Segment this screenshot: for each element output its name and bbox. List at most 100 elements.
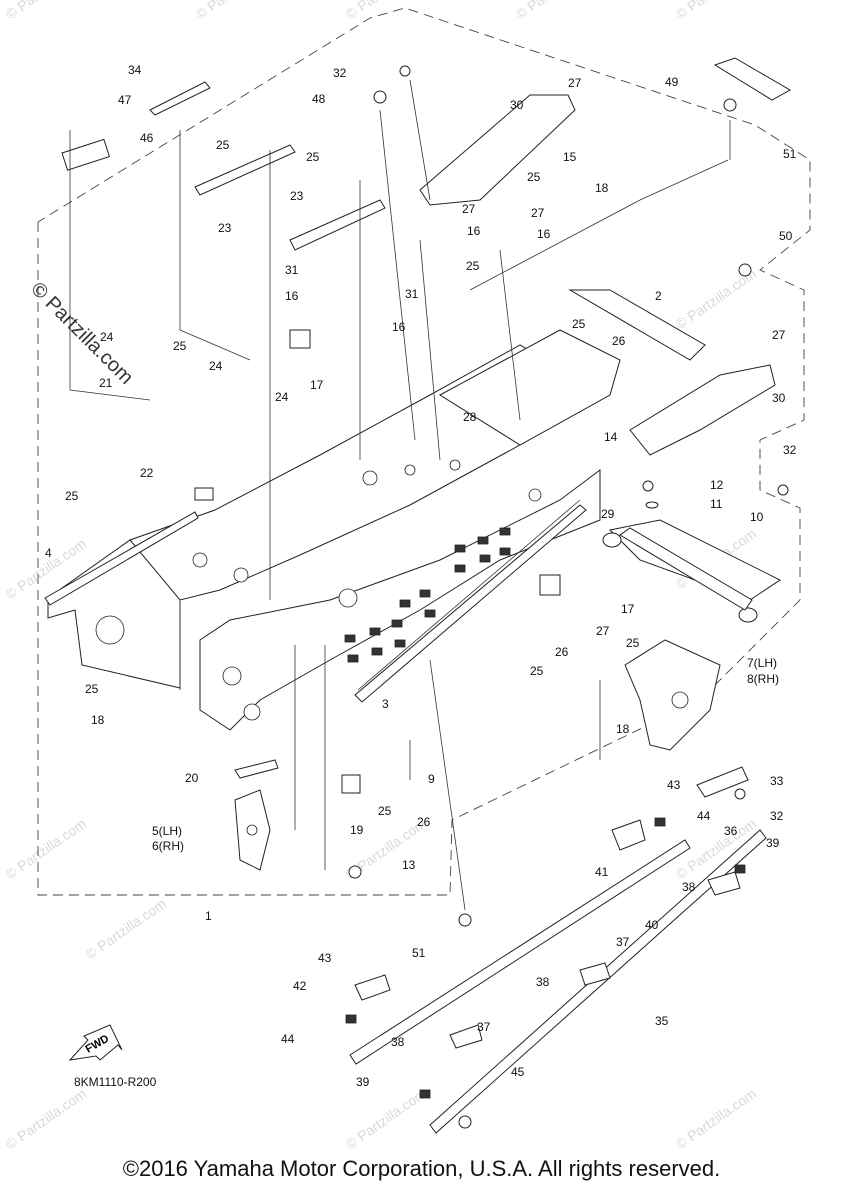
label-18a: 18 — [91, 713, 105, 727]
part-51b — [458, 913, 472, 927]
label-38b: 38 — [536, 975, 550, 989]
label-17a: 17 — [310, 378, 324, 392]
label-7: 7(LH) — [747, 656, 777, 670]
label-8: 8(RH) — [747, 672, 779, 686]
part-34 — [149, 81, 211, 116]
frame-hole — [404, 464, 416, 476]
label-42: 42 — [293, 979, 307, 993]
label-25i: 25 — [530, 664, 544, 678]
label-50: 50 — [779, 229, 793, 243]
frame-hole — [243, 703, 261, 721]
part-labels: 1 2 3 4 5(LH) 6(RH) 7(LH) 8(RH) 9 10 11 … — [45, 63, 797, 1089]
frame-hole — [233, 567, 249, 583]
label-40: 40 — [645, 918, 659, 932]
label-37a: 37 — [616, 935, 630, 949]
label-30b: 30 — [772, 391, 786, 405]
label-37b: 37 — [477, 1020, 491, 1034]
part-37b — [449, 1024, 483, 1049]
watermark: © Partzilla.com — [673, 0, 759, 22]
slot — [347, 654, 359, 663]
label-30a: 30 — [510, 98, 524, 112]
label-25b: 25 — [306, 150, 320, 164]
part-44b — [345, 1014, 357, 1024]
part-17b — [539, 574, 561, 596]
label-27d: 27 — [772, 328, 786, 342]
part-13 — [348, 865, 362, 879]
watermark: © Partzilla.com — [193, 0, 279, 22]
label-15: 15 — [563, 150, 577, 164]
drawing-code: 8KM1110-R200 — [74, 1075, 157, 1089]
part-32c — [734, 788, 746, 800]
label-25k: 25 — [378, 804, 392, 818]
label-48: 48 — [312, 92, 326, 106]
label-28: 28 — [463, 410, 477, 424]
bracket-5-6 — [234, 789, 271, 871]
label-27b: 27 — [462, 202, 476, 216]
label-51a: 51 — [783, 147, 797, 161]
label-16c: 16 — [467, 224, 481, 238]
slot — [477, 536, 489, 545]
label-41: 41 — [595, 865, 609, 879]
slot — [394, 639, 406, 648]
watermark: © Partzilla.com — [673, 1085, 759, 1152]
part-44a — [654, 817, 666, 827]
part-19 — [341, 774, 361, 794]
label-46: 46 — [140, 131, 154, 145]
frame-hole — [338, 588, 358, 608]
part-20 — [234, 759, 279, 779]
label-39a: 39 — [766, 836, 780, 850]
label-24b: 24 — [209, 359, 223, 373]
part-41 — [611, 819, 646, 851]
slot — [454, 564, 466, 573]
label-44b: 44 — [281, 1032, 295, 1046]
frame-hole — [362, 470, 378, 486]
part-12 — [642, 480, 654, 492]
part-36 — [707, 871, 741, 896]
frame-hole — [449, 459, 461, 471]
label-14: 14 — [604, 430, 618, 444]
watermark-main: © Partzilla.com — [26, 278, 137, 389]
slot — [479, 554, 491, 563]
slot — [344, 634, 356, 643]
label-17b: 17 — [621, 602, 635, 616]
label-27e: 27 — [596, 624, 610, 638]
label-26c: 26 — [417, 815, 431, 829]
slot — [391, 619, 403, 628]
label-45: 45 — [511, 1065, 525, 1079]
cross-bar-2 — [568, 289, 706, 361]
watermark: © Partzilla.com — [3, 1085, 89, 1152]
cooler-grid — [344, 527, 511, 663]
heat-exchanger — [354, 499, 587, 703]
part-46 — [61, 138, 111, 171]
part-23b — [289, 199, 386, 251]
label-4: 4 — [45, 546, 52, 560]
part-39b — [419, 1089, 431, 1099]
part-45 — [458, 1115, 472, 1129]
part-22 — [194, 487, 214, 501]
label-3: 3 — [382, 697, 389, 711]
part-51 — [713, 57, 792, 101]
label-23b: 23 — [290, 189, 304, 203]
label-16d: 16 — [537, 227, 551, 241]
label-25d: 25 — [65, 489, 79, 503]
left-rail — [44, 511, 199, 606]
label-19: 19 — [350, 823, 364, 837]
slot — [419, 589, 431, 598]
part-23a — [194, 144, 296, 196]
part-11 — [645, 501, 659, 509]
watermark: © Partzilla.com — [343, 1085, 429, 1152]
label-6: 6(RH) — [152, 839, 184, 853]
label-2: 2 — [655, 289, 662, 303]
label-25h: 25 — [572, 317, 586, 331]
label-32b: 32 — [783, 443, 797, 457]
label-23a: 23 — [218, 221, 232, 235]
label-25a: 25 — [216, 138, 230, 152]
label-22: 22 — [140, 466, 154, 480]
label-11: 11 — [710, 497, 723, 511]
slot — [424, 609, 436, 618]
part-42 — [354, 974, 391, 1001]
rear-bumper — [602, 519, 781, 623]
label-21: 21 — [99, 376, 113, 390]
label-18c: 18 — [616, 722, 630, 736]
label-47: 47 — [118, 93, 132, 107]
